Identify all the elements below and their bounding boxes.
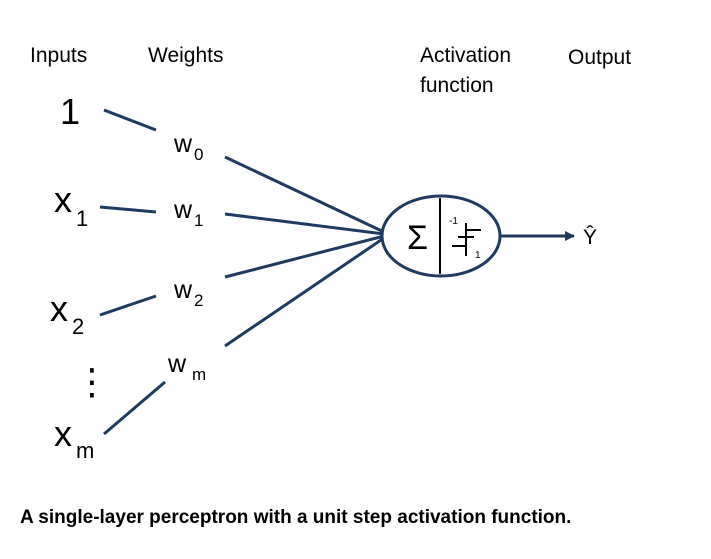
input-connections xyxy=(99,108,166,436)
weight-w2: w 2 xyxy=(173,276,203,310)
header-inputs: Inputs xyxy=(30,44,87,67)
header-output: Output xyxy=(568,46,631,69)
weight-w0-subscript: 0 xyxy=(194,145,203,164)
connection-bias-w0 xyxy=(103,108,157,132)
input-bias: 1 xyxy=(60,91,80,132)
weight-w2-subscript: 2 xyxy=(194,291,203,310)
weight-w1: w 1 xyxy=(173,196,203,230)
step-low-label: -1 xyxy=(449,216,458,227)
input-xm-subscript: m xyxy=(76,438,94,463)
output-symbol: Ŷ xyxy=(583,226,597,249)
weight-wm: w m xyxy=(167,350,206,384)
weight-w2-base: w xyxy=(173,276,193,304)
header-activation-line1: Activation xyxy=(420,44,511,67)
input-bias-value: 1 xyxy=(60,91,80,132)
connection-w2-node xyxy=(224,234,385,279)
header-weights: Weights xyxy=(148,44,223,67)
step-function-icon xyxy=(452,223,481,256)
input-xm-base: x xyxy=(54,413,72,454)
inputs-ellipsis: ⋮ xyxy=(74,361,110,402)
input-x2-subscript: 2 xyxy=(72,314,84,339)
activation-node: Σ -1 1 xyxy=(380,194,502,278)
input-x2-base: x xyxy=(50,288,68,329)
connection-w0-node xyxy=(224,155,385,234)
weight-wm-subscript: m xyxy=(192,365,206,384)
input-x1: x 1 xyxy=(54,179,88,231)
weight-wm-base: w xyxy=(167,350,187,378)
connection-x1-w1 xyxy=(99,205,157,214)
input-xm: x m xyxy=(54,413,94,463)
weight-w0-base: w xyxy=(173,130,193,158)
input-x2: x 2 xyxy=(50,288,84,339)
weight-w0: w 0 xyxy=(173,130,203,164)
connection-x2-w2 xyxy=(99,294,157,317)
weight-w1-base: w xyxy=(173,196,193,224)
weight-connections xyxy=(224,155,385,348)
connection-w1-node xyxy=(224,212,385,236)
step-high-label: 1 xyxy=(475,250,481,261)
header-activation-line2: function xyxy=(420,74,494,97)
input-x1-subscript: 1 xyxy=(76,206,88,231)
sigma-symbol: Σ xyxy=(407,219,428,257)
input-x1-base: x xyxy=(54,179,72,220)
weight-w1-subscript: 1 xyxy=(194,211,203,230)
connection-xm-wm xyxy=(103,380,166,436)
diagram-caption: A single-layer perceptron with a unit st… xyxy=(20,507,571,528)
connection-wm-node xyxy=(224,236,385,348)
